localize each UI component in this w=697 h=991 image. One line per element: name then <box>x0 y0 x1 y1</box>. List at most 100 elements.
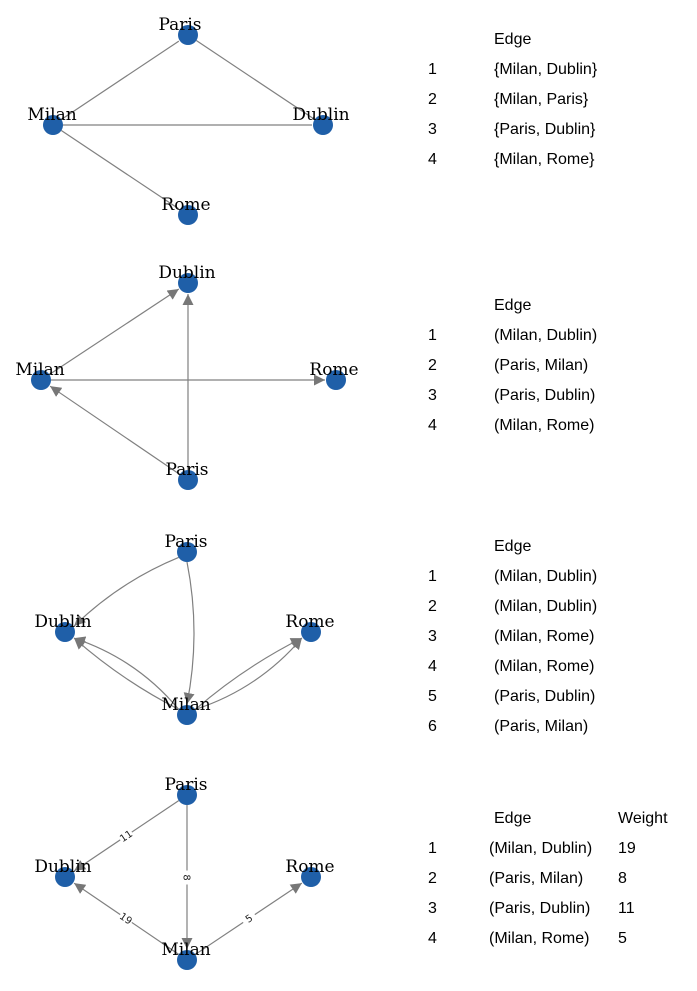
edge-paris-milan <box>183 561 195 705</box>
node-label-milan: Milan <box>27 105 76 125</box>
table-row-index: 6 <box>428 718 437 735</box>
table-row-edge: (Milan, Rome) <box>494 658 594 675</box>
table-row-edge: {Milan, Rome} <box>494 151 595 168</box>
edge-weight-label: 8 <box>181 874 192 880</box>
edge-table-1: Edge 1 {Milan, Dublin} 2 {Milan, Paris} 3 {Par… <box>428 31 598 168</box>
table-header-weight: Weight <box>618 810 668 827</box>
node-rome <box>301 867 321 887</box>
edge-paris-dublin <box>73 556 179 627</box>
table-row-edge: (Milan, Dublin) <box>494 568 597 585</box>
edge-milan-rome <box>60 130 180 210</box>
edge-milan-dublin <box>73 637 180 710</box>
node-label-milan: Milan <box>161 695 210 715</box>
table-row-edge: {Milan, Dublin} <box>494 61 598 78</box>
node-dublin <box>178 273 198 293</box>
node-dublin <box>313 115 333 135</box>
node-dublin <box>55 622 75 642</box>
node-label-dublin: Dublin <box>292 105 349 125</box>
edge-weight-bg <box>116 909 136 928</box>
table-row-index: 2 <box>428 870 437 887</box>
edge-paris-dublin <box>195 40 315 120</box>
table-row-weight: 11 <box>618 900 635 917</box>
table-row-index: 2 <box>428 598 437 615</box>
node-paris <box>178 470 198 490</box>
table-header-edge: Edge <box>494 538 531 555</box>
node-label-milan: Milan <box>15 360 64 380</box>
edge-milan-paris <box>60 40 180 120</box>
edge-milan-rome <box>194 637 303 710</box>
table-header-edge: Edge <box>494 31 531 48</box>
table-row-edge: (Milan, Rome) <box>494 628 594 645</box>
table-row-edge: (Paris, Milan) <box>489 870 583 887</box>
table-row-index: 1 <box>428 61 437 78</box>
table-row-index: 2 <box>428 91 437 108</box>
table-row-weight: 19 <box>618 840 636 857</box>
table-row-index: 4 <box>428 151 437 168</box>
table-row-weight: 8 <box>618 870 627 887</box>
table-row-index: 2 <box>428 357 437 374</box>
edge-table-4: Edge Weight 1 (Milan, Dublin) 19 2 (Paris, Mil… <box>428 810 668 947</box>
node-milan <box>43 115 63 135</box>
table-header-edge: Edge <box>494 297 531 314</box>
edge-milan-dublin <box>49 288 180 375</box>
table-row-index: 1 <box>428 840 437 857</box>
node-milan <box>177 705 197 725</box>
table-row-edge: (Paris, Dublin) <box>489 900 590 917</box>
node-paris <box>177 542 197 562</box>
table-row-index: 3 <box>428 387 437 404</box>
node-label-dublin: Dublin <box>34 857 91 877</box>
table-row-index: 1 <box>428 327 437 344</box>
node-milan <box>177 950 197 970</box>
node-label-paris: Paris <box>165 460 208 480</box>
node-label-rome: Rome <box>285 857 334 877</box>
table-row-edge: (Paris, Milan) <box>494 357 588 374</box>
node-dublin <box>55 867 75 887</box>
node-label-paris: Paris <box>158 15 201 35</box>
edge-weight-bg <box>239 909 259 928</box>
edge-paris-milan <box>49 385 181 475</box>
node-paris <box>177 785 197 805</box>
table-row-index: 4 <box>428 417 437 434</box>
node-label-rome: Rome <box>161 195 210 215</box>
table-row-index: 1 <box>428 568 437 585</box>
table-row-index: 3 <box>428 900 437 917</box>
table-row-index: 4 <box>428 930 437 947</box>
node-rome <box>178 205 198 225</box>
edge-weight-bg <box>181 870 193 885</box>
node-label-dublin: Dublin <box>158 263 215 283</box>
node-milan <box>31 370 51 390</box>
table-row-edge: (Milan, Dublin) <box>494 327 597 344</box>
node-label-paris: Paris <box>164 532 207 552</box>
table-row-index: 4 <box>428 658 437 675</box>
node-rome <box>326 370 346 390</box>
node-rome <box>301 622 321 642</box>
table-row-edge: (Paris, Dublin) <box>494 688 595 705</box>
table-row-edge: (Milan, Rome) <box>489 930 589 947</box>
node-label-rome: Rome <box>309 360 358 380</box>
table-row-edge: (Milan, Dublin) <box>489 840 592 857</box>
node-paris <box>178 25 198 45</box>
node-label-dublin: Dublin <box>34 612 91 632</box>
table-row-edge: (Milan, Dublin) <box>494 598 597 615</box>
edge-milan-dublin <box>73 636 180 710</box>
table-row-edge: {Milan, Paris} <box>494 91 589 108</box>
table-row-edge: {Paris, Dublin} <box>494 121 596 138</box>
table-row-index: 3 <box>428 121 437 138</box>
table-row-edge: (Paris, Dublin) <box>494 387 595 404</box>
table-row-index: 5 <box>428 688 437 705</box>
edge-milan-rome <box>195 637 303 711</box>
edge-weight-label: 5 <box>244 913 255 926</box>
table-row-weight: 5 <box>618 930 627 947</box>
node-label-paris: Paris <box>164 775 207 795</box>
edge-weight-bg <box>116 827 136 845</box>
edge-table-2: Edge 1 (Milan, Dublin) 2 (Paris, Milan) 3 (Par… <box>428 297 597 434</box>
table-row-edge: (Milan, Rome) <box>494 417 594 434</box>
table-header-edge: Edge <box>494 810 531 827</box>
node-label-milan: Milan <box>161 940 210 960</box>
